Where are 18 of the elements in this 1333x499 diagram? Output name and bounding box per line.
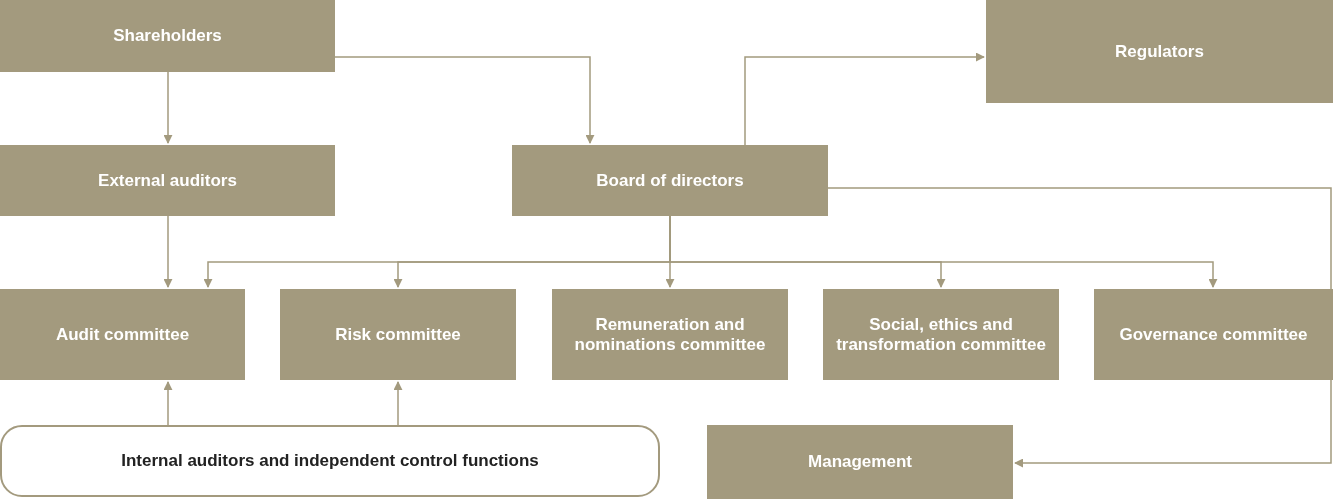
arrow <box>744 52 985 146</box>
process-box: Risk committee <box>280 289 516 380</box>
process-box: Audit committee <box>0 289 245 380</box>
process-box: Regulators <box>986 0 1333 103</box>
process-box: External auditors <box>0 145 335 216</box>
arrow <box>827 187 1332 468</box>
process-box: Board of directors <box>512 145 828 216</box>
arrow <box>163 71 173 144</box>
rounded-box: Internal auditors and independent control functions <box>0 425 660 497</box>
arrow <box>163 381 173 426</box>
arrow <box>334 56 595 144</box>
process-box: Social, ethics and transformation committee <box>823 289 1059 380</box>
process-box: Shareholders <box>0 0 335 72</box>
process-box: Governance committee <box>1094 289 1333 380</box>
process-box: Management <box>707 425 1013 499</box>
process-box: Remuneration and nominations committee <box>552 289 788 380</box>
arrow <box>163 215 173 288</box>
arrow <box>393 381 403 426</box>
